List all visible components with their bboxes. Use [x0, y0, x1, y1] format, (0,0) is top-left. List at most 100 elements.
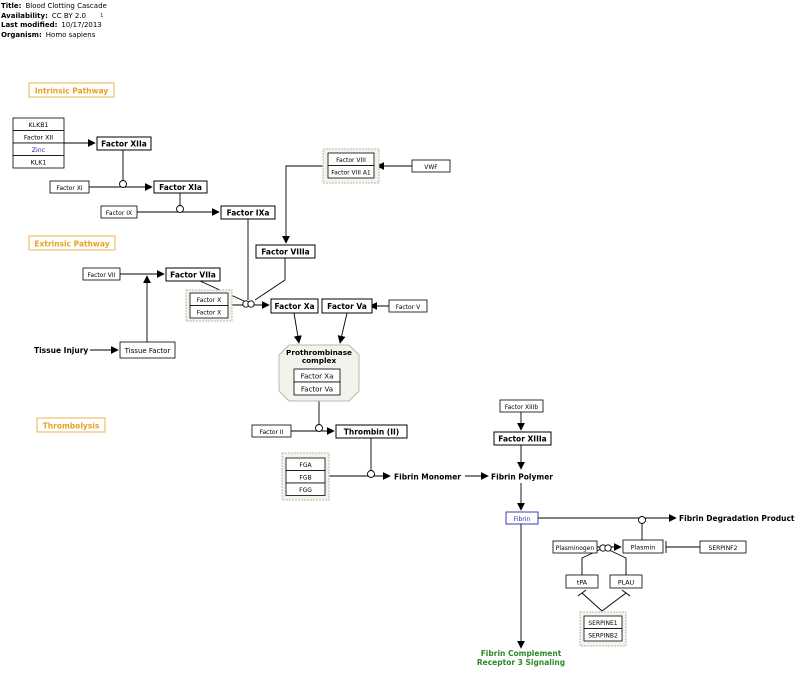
factor-v-node[interactable]: Factor V: [388, 299, 428, 313]
factor-x-label: Factor X: [197, 297, 221, 304]
serpin-group[interactable]: SERPINE1 SERPINB2: [579, 611, 627, 647]
intrinsic-pathway-label: Intrinsic Pathway: [28, 82, 115, 98]
plasmin-node[interactable]: Plasmin: [622, 539, 664, 554]
edges: [64, 139, 700, 649]
factor-ixa-node[interactable]: Factor IXa: [220, 205, 276, 220]
factor-xa-node[interactable]: Factor Xa: [270, 298, 319, 314]
svg-text:Factor XIIIa: Factor XIIIa: [498, 435, 546, 444]
klk-group[interactable]: KLKB1 Factor XII Zinc KLK1: [12, 117, 65, 169]
fibrinogen-group[interactable]: FGA FGB FGG: [281, 452, 330, 501]
meta-title-value: Blood Clotting Cascade: [25, 2, 107, 10]
meta-modified-row: Last modified:10/17/2013: [1, 21, 107, 31]
svg-text:Fibrin Polymer: Fibrin Polymer: [491, 473, 553, 482]
vwf-node[interactable]: VWF: [411, 159, 451, 173]
svg-text:Factor IX: Factor IX: [106, 210, 132, 217]
fibrin-degradation-node[interactable]: Fibrin Degradation Product: [679, 514, 795, 523]
svg-text:tPA: tPA: [577, 580, 588, 587]
zinc-label: Zinc: [32, 147, 46, 154]
meta-title-row: Title:Blood Clotting Cascade: [1, 2, 107, 12]
fga-label: FGA: [299, 462, 312, 469]
meta-title-label: Title:: [1, 2, 22, 10]
catalysis-anchor: [638, 516, 646, 524]
extrinsic-pathway-label: Extrinsic Pathway: [28, 235, 116, 251]
factor-va-node[interactable]: Factor Va: [321, 298, 373, 314]
factor-xiiia-node[interactable]: Factor XIIIa: [493, 431, 552, 446]
fgb-label: FGB: [299, 475, 311, 482]
meta-modified-value: 10/17/2013: [61, 21, 102, 29]
factor-xia-node[interactable]: Factor XIa: [153, 180, 208, 194]
klkb1-label: KLKB1: [28, 122, 48, 129]
svg-text:Factor Va: Factor Va: [327, 302, 367, 311]
tissue-factor-node[interactable]: Tissue Factor: [119, 341, 176, 359]
catalysis-anchor: [315, 424, 323, 432]
factor-ix-node[interactable]: Factor IX: [100, 205, 138, 219]
svg-text:Factor Xa: Factor Xa: [274, 302, 314, 311]
svg-text:Intrinsic Pathway: Intrinsic Pathway: [35, 87, 108, 96]
pc-factor-va-label: Factor Va: [301, 386, 333, 394]
thrombin-node[interactable]: Thrombin (II): [335, 424, 408, 439]
pc-factor-xa-label: Factor Xa: [301, 373, 334, 381]
svg-text:Factor XIa: Factor XIa: [159, 183, 202, 192]
factor-ii-node[interactable]: Factor II: [251, 424, 292, 438]
catalysis-anchors: [119, 180, 646, 552]
metadata-block: Title:Blood Clotting Cascade Availabilit…: [1, 2, 107, 40]
serpine1-label: SERPINE1: [588, 620, 617, 627]
plau-node[interactable]: PLAU: [609, 574, 643, 589]
factor-xiiib-node[interactable]: Factor XIIIb: [499, 399, 544, 413]
svg-text:Plasminogen: Plasminogen: [556, 545, 595, 552]
meta-organism-row: Organism:Homo sapiens: [1, 31, 107, 41]
serpinf2-node[interactable]: SERPINF2: [699, 540, 747, 554]
klk1-label: KLK1: [31, 160, 47, 167]
svg-text:Factor XI: Factor XI: [56, 185, 82, 192]
svg-text:Extrinsic Pathway: Extrinsic Pathway: [34, 240, 109, 249]
factor-viia-node[interactable]: Factor VIIa: [165, 267, 221, 282]
svg-text:VWF: VWF: [424, 164, 438, 171]
factor-x-group[interactable]: Factor X Factor X: [185, 289, 233, 322]
svg-text:Factor VIIIa: Factor VIIIa: [261, 248, 309, 257]
svg-text:Factor II: Factor II: [260, 429, 284, 436]
svg-text:Fibrin: Fibrin: [514, 516, 531, 523]
fibrin-node[interactable]: Fibrin: [505, 511, 539, 525]
svg-text:Fibrin Monomer: Fibrin Monomer: [394, 473, 461, 482]
catalysis-anchor: [119, 180, 127, 188]
svg-text:Tissue Factor: Tissue Factor: [124, 347, 171, 355]
svg-text:Factor V: Factor V: [396, 304, 421, 311]
meta-availability-row: Availability:CC BY 2.0: [1, 12, 107, 22]
meta-availability-value: CC BY 2.0: [51, 11, 86, 20]
fibrin-polymer-node[interactable]: Fibrin Polymer: [491, 473, 553, 482]
factor-viii-label: Factor VIII: [336, 157, 366, 164]
meta-superscript: 1: [100, 13, 104, 19]
svg-text:SERPINF2: SERPINF2: [709, 545, 738, 552]
svg-text:PLAU: PLAU: [618, 580, 635, 587]
meta-availability-label: Availability:: [1, 11, 48, 20]
meta-organism-value: Homo sapiens: [45, 30, 96, 39]
catalysis-anchor: [176, 205, 184, 213]
catalysis-anchor: [247, 300, 255, 308]
svg-text:Factor VII: Factor VII: [88, 272, 116, 279]
svg-text:Thrombin (II): Thrombin (II): [344, 428, 399, 437]
fgg-label: FGG: [299, 487, 312, 494]
factor-viii-group[interactable]: Factor VIII Factor VIII A1: [322, 148, 380, 184]
factor-xi-node[interactable]: Factor XI: [49, 180, 90, 194]
catalysis-anchor: [367, 470, 375, 478]
factor-xiia-node[interactable]: Factor XIIa: [96, 136, 152, 151]
tpa-node[interactable]: tPA: [565, 574, 599, 589]
svg-text:Factor XIIIb: Factor XIIIb: [505, 404, 539, 411]
serpinb2-label: SERPINB2: [588, 633, 618, 640]
meta-organism-label: Organism:: [1, 30, 42, 39]
factor-vii-node[interactable]: Factor VII: [82, 267, 121, 281]
svg-text:Thrombolysis: Thrombolysis: [43, 422, 100, 431]
factor-xii-label: Factor XII: [24, 135, 53, 142]
thrombolysis-label: Thrombolysis: [36, 417, 106, 433]
factor-x-label: Factor X: [197, 310, 221, 317]
tissue-injury-node[interactable]: Tissue Injury: [34, 346, 88, 355]
catalysis-anchor: [604, 544, 612, 552]
plasminogen-node[interactable]: Plasminogen: [552, 540, 598, 554]
fibrin-monomer-node[interactable]: Fibrin Monomer: [394, 473, 461, 482]
factor-viiia-node[interactable]: Factor VIIIa: [255, 244, 316, 259]
